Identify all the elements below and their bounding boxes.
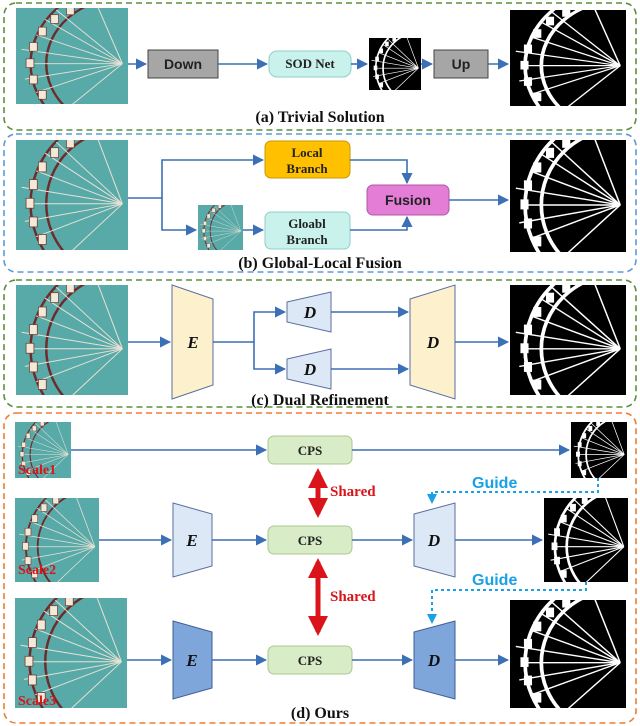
encoder-scale2 (172, 502, 213, 578)
scale3-label: Scale3 (18, 694, 56, 709)
scale3-mask (510, 600, 626, 708)
local-branch-line1: Local (291, 145, 322, 160)
output-mask (510, 140, 626, 252)
panel-b: Local Branch Gloabl Branch Fusion (b) Gl… (3, 133, 637, 273)
decoder-scale2 (413, 502, 456, 578)
scale2-image (15, 498, 99, 582)
guide-arrow-2 (427, 582, 587, 624)
decoder-scale3-label: D (427, 651, 440, 670)
scale2-mask (544, 498, 628, 582)
decoder-scale3 (413, 620, 456, 700)
caption-a: (a) Trivial Solution (255, 109, 384, 126)
caption-c: (c) Dual Refinement (251, 392, 389, 409)
global-branch-line1: Gloabl (288, 216, 326, 231)
fusion-label: Fusion (385, 192, 431, 208)
panel-a: Down SOD Net Up (a) Trivial Solution (3, 2, 637, 131)
up-box (433, 49, 489, 79)
down-label: Down (164, 56, 202, 72)
encoder-scale3 (172, 620, 213, 700)
up-label: Up (452, 56, 471, 72)
panel-c: E D D D (c) Dual Refinement (3, 279, 637, 409)
decoder-scale2-label: D (427, 531, 440, 550)
decoder-small-bottom (286, 348, 332, 390)
scale2-label: Scale2 (18, 563, 56, 578)
guide-label-1: Guide (472, 475, 517, 492)
decoder-small-top (286, 291, 332, 333)
output-mask (510, 285, 626, 395)
caption-d: (d) Ours (291, 705, 349, 722)
decoder-top-label: D (303, 303, 316, 322)
encoder-trapezoid (171, 284, 214, 400)
caption-b: (b) Global-Local Fusion (238, 255, 402, 272)
encoder-label: E (186, 333, 198, 352)
output-mask (510, 10, 626, 106)
decoder-trapezoid (409, 284, 456, 400)
decoder-label: D (426, 333, 439, 352)
guide-arrow-1 (427, 478, 599, 504)
cps-label-1: CPS (298, 443, 323, 458)
scale1-label: Scale1 (18, 463, 56, 478)
global-branch-line2: Branch (286, 232, 328, 247)
cps-label-2: CPS (298, 533, 323, 548)
cps-label-3: CPS (298, 653, 323, 668)
input-image (16, 140, 128, 250)
sod-net-label: SOD Net (285, 56, 335, 71)
local-branch-line2: Branch (286, 161, 328, 176)
panel-d: Scale1 CPS Shared Guide Scale2 E CPS D S… (3, 412, 637, 724)
shared-label-1: Shared (330, 484, 376, 500)
scale1-image (15, 422, 71, 478)
decoder-bottom-label: D (303, 360, 316, 379)
shared-label-2: Shared (330, 589, 376, 605)
guide-label-2: Guide (472, 572, 517, 589)
scale1-mask (571, 422, 627, 478)
encoder-scale2-label: E (185, 531, 197, 550)
encoder-scale3-label: E (185, 651, 197, 670)
